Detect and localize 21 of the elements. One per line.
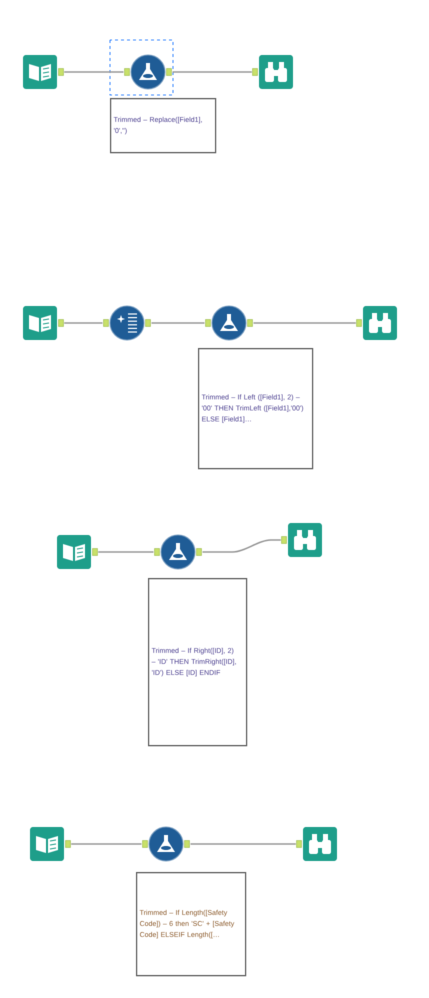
input-tool <box>23 306 64 340</box>
connector <box>98 551 154 553</box>
browse-tool <box>296 827 337 861</box>
connector <box>71 843 142 845</box>
browse-tool <box>281 523 322 557</box>
connector <box>64 322 102 324</box>
input-tool <box>30 827 71 861</box>
connector <box>190 843 296 845</box>
formula-tool <box>205 306 253 340</box>
browse-tool <box>252 55 293 89</box>
input-tool <box>57 535 98 569</box>
formula-tool <box>142 826 190 862</box>
connector <box>254 322 356 324</box>
formula-tool <box>124 54 172 90</box>
formula-tool <box>154 534 202 570</box>
connector <box>64 71 124 73</box>
browse-tool <box>356 306 397 340</box>
cleanse-tool <box>103 306 151 340</box>
connector <box>202 539 281 553</box>
input-tool <box>23 55 64 89</box>
connector <box>152 322 204 324</box>
